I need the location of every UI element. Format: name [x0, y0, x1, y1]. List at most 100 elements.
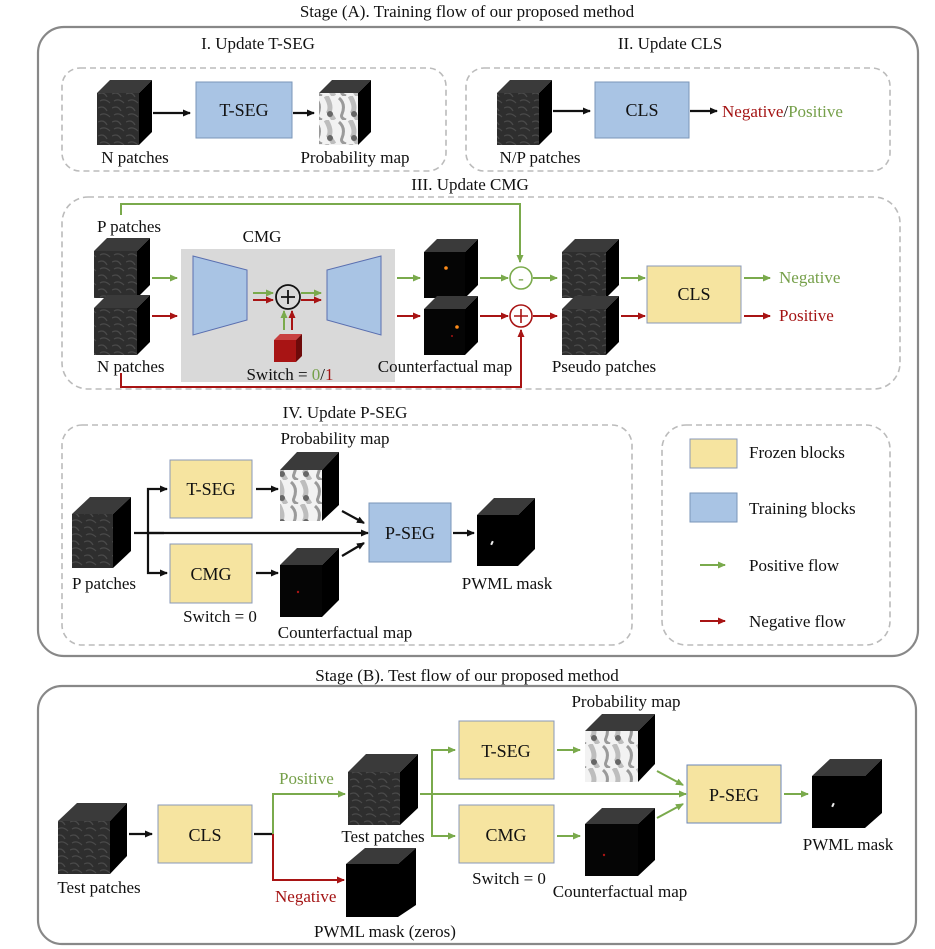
- legend-training-label: Training blocks: [749, 499, 856, 518]
- positive-arrow-to-tseg: [431, 746, 456, 794]
- switch-label: Switch = 0: [183, 607, 257, 626]
- positive-text: Positive: [788, 102, 843, 121]
- negative-branch-label: Negative: [275, 887, 336, 906]
- negative-positive-output: Negative/Positive: [722, 102, 843, 121]
- test-patches-positive-cube: [348, 754, 418, 825]
- arrow: [341, 510, 365, 524]
- switch-cube-icon: [274, 334, 302, 362]
- positive-arrow-to-cmg: [431, 794, 456, 840]
- tseg-block-label: T-SEG: [219, 100, 268, 120]
- pwml-mask-label: PWML mask: [462, 574, 553, 593]
- arrow: [341, 542, 365, 557]
- counterfactual-map-negative-cube: [424, 296, 478, 355]
- cls-training-block: [594, 81, 690, 139]
- cls-frozen-block: [646, 265, 742, 324]
- stage-b-title: Stage (B). Test flow of our proposed met…: [315, 666, 619, 685]
- cls-block-label: CLS: [677, 284, 710, 304]
- legend-frame: [661, 424, 891, 646]
- panel-2-frame: [465, 67, 891, 172]
- pwml-mask-cube: [812, 759, 882, 828]
- counterfactual-map-label: Counterfactual map: [278, 623, 413, 642]
- switch-sep: /: [320, 365, 325, 384]
- probability-map-label: Probability map: [571, 692, 680, 711]
- np-patches-cube: [497, 80, 552, 145]
- arrow-to-tseg: [146, 485, 168, 533]
- tseg-frozen-block: [458, 720, 555, 780]
- legend-positive-label: Positive flow: [749, 556, 840, 575]
- stage-a-frame: [36, 25, 920, 658]
- switch-label: Switch = 0: [472, 869, 546, 888]
- switch-1: 1: [325, 365, 334, 384]
- positive-branch-label: Positive: [279, 769, 334, 788]
- positive-arrow: [656, 770, 684, 786]
- cmg-block-label: CMG: [485, 825, 526, 845]
- pseg-block-label: P-SEG: [709, 785, 759, 805]
- probability-map-label: Probability map: [280, 429, 389, 448]
- pseg-block-label: P-SEG: [385, 523, 435, 543]
- plus-glyph: [281, 290, 295, 304]
- switch-prefix: Switch =: [246, 365, 311, 384]
- counterfactual-map-cube: [585, 808, 655, 876]
- panel-1-output-label: Probability map: [300, 148, 409, 167]
- panel-2-input-label: N/P patches: [499, 148, 580, 167]
- cmg-block-label: CMG: [190, 564, 231, 584]
- panel-1-title: I. Update T-SEG: [201, 34, 315, 53]
- switch-0: 0: [312, 365, 321, 384]
- panel-3-title: III. Update CMG: [411, 175, 529, 194]
- panel-1-input-label: N patches: [101, 148, 169, 167]
- pseudo-patches-positive-cube: [562, 239, 619, 298]
- stage-b-frame: [36, 684, 918, 946]
- arrow-to-cmg: [146, 533, 168, 577]
- negative-branch-arrow: [272, 834, 345, 884]
- p-patches-cube: [72, 497, 131, 568]
- pwml-mask-cube: [477, 498, 535, 566]
- pwml-mask-label: PWML mask: [803, 835, 894, 854]
- pseg-frozen-block: [686, 764, 782, 824]
- n-patches-cube: [97, 80, 152, 145]
- negative-skip-arrow: [120, 329, 525, 388]
- cls-block-label: CLS: [625, 100, 658, 120]
- test-patches-cube: [58, 803, 127, 874]
- encoder-shape: [192, 255, 248, 336]
- tseg-block-label: T-SEG: [481, 741, 530, 761]
- counterfactual-map-label: Counterfactual map: [553, 882, 688, 901]
- cls-block-label: CLS: [188, 825, 221, 845]
- counterfactual-map-positive-cube: [424, 239, 478, 298]
- negative-text: Negative: [722, 102, 783, 121]
- cmg-label: CMG: [243, 227, 282, 246]
- pseg-training-block: [368, 502, 452, 563]
- panel-4-title: IV. Update P-SEG: [283, 403, 408, 422]
- panel-3-frame: [61, 196, 901, 390]
- switch-label: Switch = 0/1: [246, 365, 333, 384]
- tseg-block-label: T-SEG: [186, 479, 235, 499]
- probability-map-cube: [280, 452, 339, 521]
- tseg-training-block: [195, 81, 293, 139]
- pseudo-patches-negative-cube: [562, 296, 619, 355]
- panel-1-frame: [61, 67, 447, 172]
- positive-arrow: [656, 803, 684, 819]
- sep: /: [783, 102, 788, 121]
- subtract-operator-icon: [509, 266, 533, 290]
- legend-frozen-swatch: [689, 438, 738, 469]
- cmg-frozen-block: [169, 543, 253, 604]
- minus-glyph: -: [518, 269, 524, 288]
- legend-negative-label: Negative flow: [749, 612, 846, 631]
- probability-map-cube: [319, 80, 371, 145]
- positive-branch-arrow: [272, 790, 346, 834]
- legend-training-swatch: [689, 492, 738, 523]
- panel-4-frame: [61, 424, 633, 646]
- p-patches-cube: [94, 238, 150, 298]
- cmg-frozen-block: [458, 804, 555, 864]
- test-patches-label: Test patches: [57, 878, 140, 897]
- p-patches-label: P patches: [72, 574, 136, 593]
- p-patches-label: P patches: [97, 217, 161, 236]
- n-patches-label: N patches: [97, 357, 165, 376]
- zeros-mask-cube: [346, 848, 416, 917]
- zeros-mask-label: PWML mask (zeros): [314, 922, 456, 941]
- test-patches-positive-label: Test patches: [341, 827, 424, 846]
- counterfactual-map-label: Counterfactual map: [378, 357, 513, 376]
- tseg-frozen-block: [169, 459, 253, 519]
- plus-glyph: [514, 309, 528, 323]
- positive-skip-arrow: [120, 203, 524, 263]
